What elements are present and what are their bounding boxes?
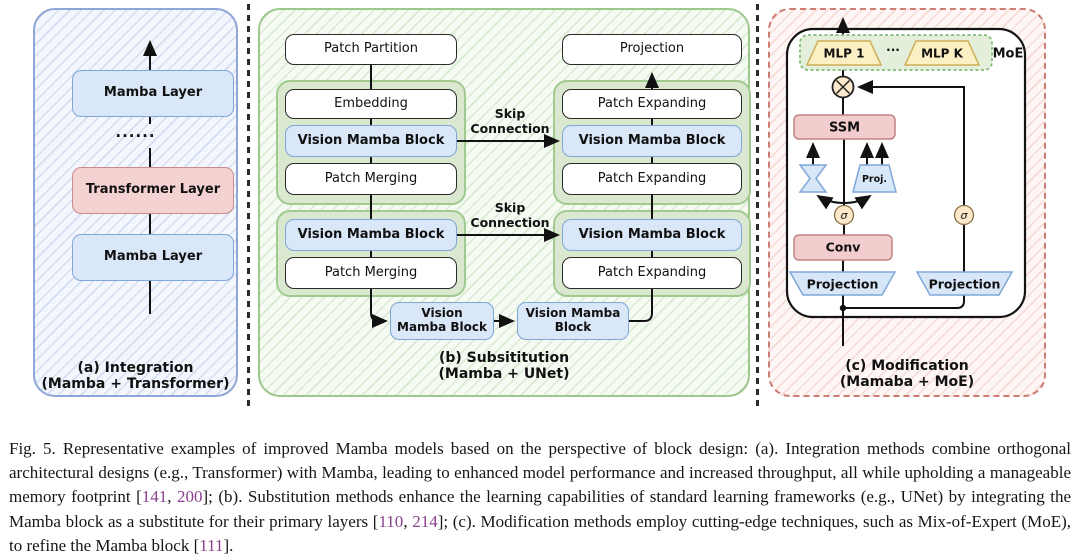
vision-mamba-block-dec1: Vision Mamba Block <box>562 125 742 157</box>
vision-mamba-block-enc1: Vision Mamba Block <box>285 125 457 157</box>
projection-left-label: Projection <box>807 277 879 292</box>
citation-link[interactable]: 214 <box>412 511 438 531</box>
panel-substitution: Patch Partition Embedding Vision Mamba B… <box>258 8 751 397</box>
panel-b-connectors <box>370 65 659 328</box>
sigma-label: σ <box>961 209 969 222</box>
skip-label-word2: Connection <box>470 120 550 136</box>
panel-a-caption-line2: (Mamba + Transformer) <box>41 376 230 392</box>
panel-modification: MLP 1 ··· MLP K MoE SSM Proj. σ <box>768 8 1046 397</box>
proj-label: Proj. <box>862 174 887 185</box>
citation-link[interactable]: 110 <box>378 511 404 531</box>
mlp-expert-1-label: MLP 1 <box>824 47 865 61</box>
vision-mamba-block-dec2: Vision Mamba Block <box>562 219 742 251</box>
panel-c-caption-line2: (Mamaba + MoE) <box>839 374 975 390</box>
sigma-label: σ <box>841 209 849 222</box>
moe-ellipsis: ··· <box>886 43 900 57</box>
panel-integration: Mamba Layer ...... Transformer Layer Mam… <box>33 8 238 397</box>
patch-expanding-block-1: Patch Expanding <box>562 89 742 119</box>
caption-text: ]; (c). Modification methods employ cutt… <box>9 511 1071 555</box>
caption-text: ]. <box>223 535 234 555</box>
skip-label-word2: Connection <box>470 214 550 230</box>
skip-connection-label-2: Skip Connection <box>455 200 565 230</box>
embedding-block: Embedding <box>285 89 457 119</box>
projection-right-trapezoid <box>915 271 1014 296</box>
figure-caption: Fig. 5. Representative examples of impro… <box>9 437 1071 555</box>
panel-a-caption: (a) Integration (Mamba + Transformer) <box>35 360 236 392</box>
ssm-block <box>793 114 896 140</box>
panel-b-caption-line1: (b) Subsititution <box>438 350 570 366</box>
panel-b-caption-line2: (Mamba + UNet) <box>438 366 570 382</box>
caption-text: , <box>167 487 178 507</box>
projection-block: Projection <box>562 34 742 65</box>
patch-merging-block-2: Patch Merging <box>285 257 457 289</box>
flow-arrows <box>370 65 659 328</box>
panel-b-caption: (b) Subsititution (Mamba + UNet) <box>260 350 748 382</box>
panel-c-caption-line1: (c) Modification <box>845 358 969 374</box>
patch-expanding-block-3: Patch Expanding <box>562 257 742 289</box>
mamba-moe-block-diagram: MLP 1 ··· MLP K MoE SSM Proj. σ <box>785 17 1027 346</box>
projection-right-label: Projection <box>929 277 1001 292</box>
skip-label-word1: Skip <box>494 200 526 215</box>
dashed-divider-right <box>756 4 759 406</box>
mamba-layer-top-block: Mamba Layer <box>72 70 234 117</box>
mlp-expert-k-trapezoid <box>903 40 981 66</box>
mlp-expert-k-label: MLP K <box>921 47 964 61</box>
conv-block <box>793 234 893 261</box>
ellipsis-dots: ...... <box>115 123 156 141</box>
conv-label: Conv <box>826 240 861 255</box>
sigma-activation-right: σ <box>953 204 975 226</box>
citation-link[interactable]: 111 <box>199 535 224 555</box>
skip-label-word1: Skip <box>494 106 526 121</box>
projection-left-trapezoid <box>788 271 897 296</box>
bottleneck-to-decoder-line <box>629 289 653 322</box>
encoder-to-bottleneck-arrow <box>370 289 388 328</box>
moe-label: MoE <box>993 47 1024 62</box>
sigma-activation-left: σ <box>833 204 855 226</box>
junction-dot <box>839 304 847 312</box>
hourglass-icon <box>798 164 828 193</box>
dashed-divider-left <box>247 4 250 406</box>
ssm-label: SSM <box>829 121 860 136</box>
caption-text: , <box>403 511 413 531</box>
caption-text: Fig. 5. Representative examples of impro… <box>9 439 1071 507</box>
skip-connection-label-1: Skip Connection <box>455 106 565 136</box>
transformer-layer-block: Transformer Layer <box>72 167 234 214</box>
caption-text: ]; (b). Substitution methods enhance the… <box>9 487 1072 531</box>
patch-expanding-block-2: Patch Expanding <box>562 163 742 195</box>
vision-mamba-block-bottleneck-1: Vision Mamba Block <box>390 302 494 340</box>
panel-a-connectors <box>143 40 157 314</box>
proj-trapezoid <box>852 164 897 193</box>
vision-mamba-block-enc2: Vision Mamba Block <box>285 219 457 251</box>
vision-mamba-block-bottleneck-2: Vision Mamba Block <box>517 302 629 340</box>
patch-partition-block: Patch Partition <box>285 34 457 65</box>
panel-a-caption-line1: (a) Integration <box>77 360 194 376</box>
multiply-icon <box>831 75 855 99</box>
panel-c-caption: (c) Modification (Mamaba + MoE) <box>770 358 1044 390</box>
mamba-layer-bottom-block: Mamba Layer <box>72 234 234 281</box>
patch-merging-block-1: Patch Merging <box>285 163 457 195</box>
citation-link[interactable]: 141 <box>141 487 168 507</box>
citation-link[interactable]: 200 <box>177 487 203 507</box>
mlp-expert-1-trapezoid <box>805 40 883 66</box>
